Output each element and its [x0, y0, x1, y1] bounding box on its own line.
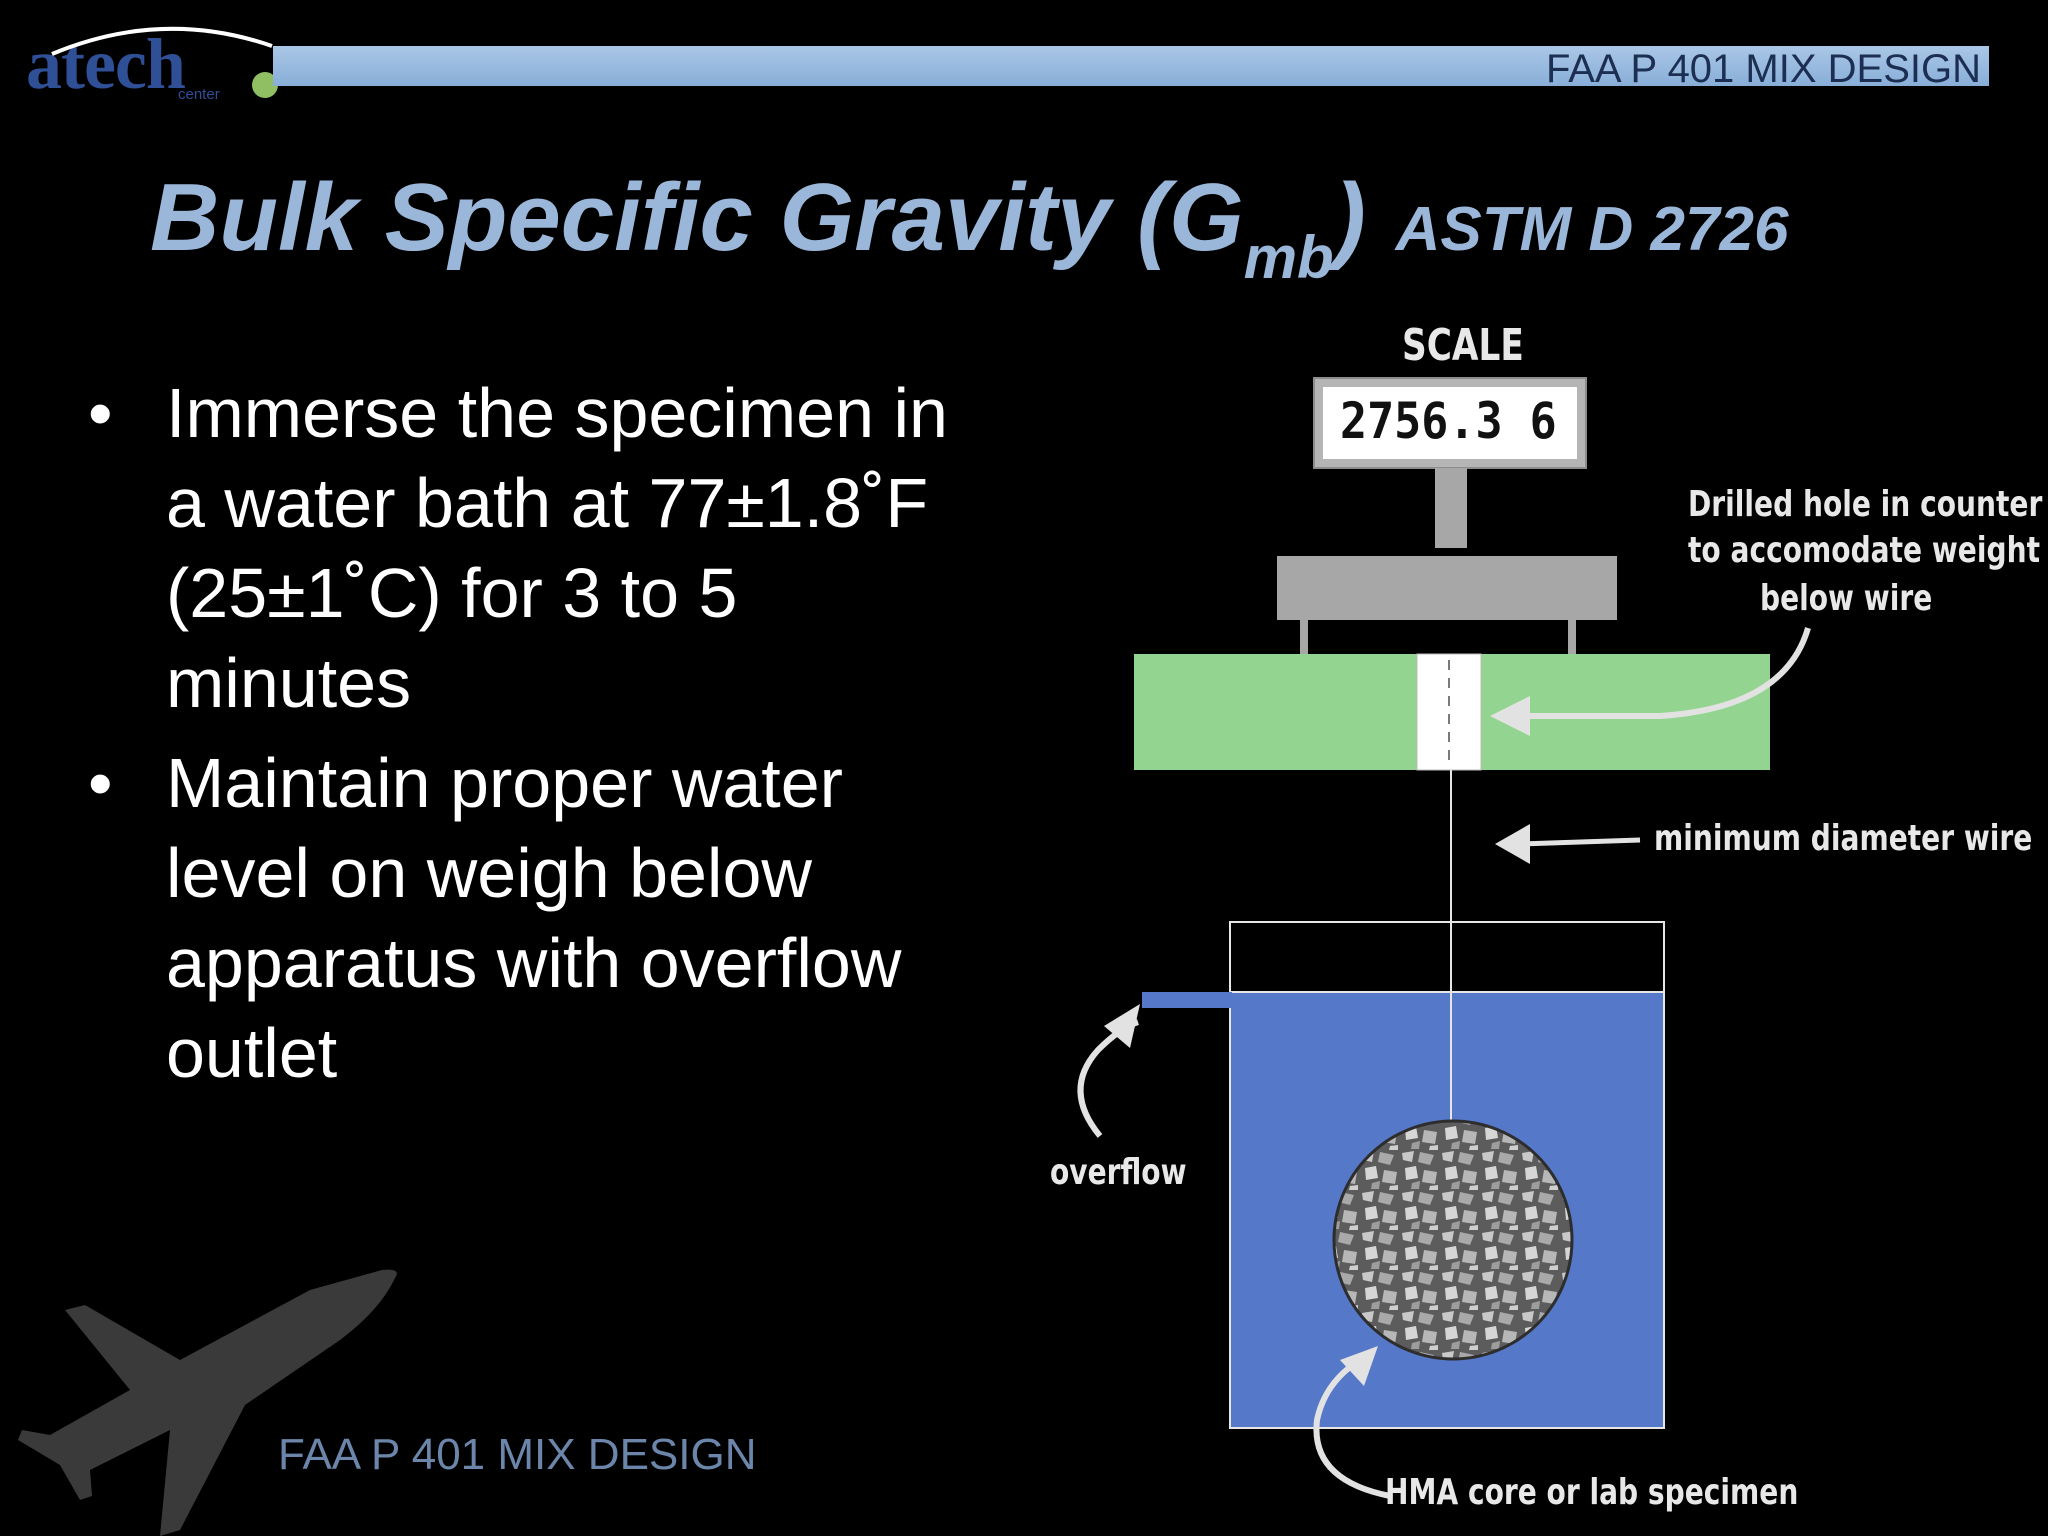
- hole-label-line: to accomodate weight: [1688, 530, 2040, 571]
- scale-display-screen: [1323, 387, 1577, 459]
- title-subscript: mb: [1243, 224, 1334, 291]
- hole-arrow-line: [1518, 627, 1811, 719]
- wire-label: minimum diameter wire: [1654, 818, 2033, 859]
- bullet-text: Immerse the specimen in a water bath at …: [166, 374, 948, 722]
- bullet-glyph: •: [88, 374, 113, 452]
- bullet-item: • Immerse the specimen in a water bath a…: [88, 368, 988, 728]
- title-standard: ASTM D 2726: [1395, 195, 1789, 264]
- scale-foot-right: [1568, 620, 1576, 662]
- scale-foot-left: [1300, 620, 1308, 662]
- logo-swoosh-icon: [51, 26, 273, 56]
- slide-title: Bulk Specific Gravity (Gmb)ASTM D 2726: [150, 170, 1788, 288]
- wire-arrow-line: [1519, 837, 1641, 847]
- overflow-outlet: [1142, 992, 1232, 1008]
- header-title: FAA P 401 MIX DESIGN: [1546, 47, 1981, 91]
- logo-subtext: center: [178, 86, 220, 103]
- container-top: [1229, 921, 1665, 993]
- scale-reading: 2756.3 6: [1340, 392, 1557, 450]
- arrow-icon: [1340, 1346, 1378, 1386]
- diagram: SCALE 2756.3 6 Drilled hole in counter t…: [1040, 310, 2042, 1530]
- footer-title: FAA P 401 MIX DESIGN: [278, 1430, 757, 1479]
- title-main: Bulk Specific Gravity (G: [150, 164, 1244, 271]
- bullet-item: • Maintain proper water level on weigh b…: [88, 738, 988, 1098]
- header-bar: FAA P 401 MIX DESIGN: [273, 46, 1989, 91]
- specimen-arrow-line: [1313, 1357, 1391, 1499]
- hma-specimen: [1332, 1119, 1574, 1361]
- arrow-icon: [1495, 824, 1530, 864]
- bullet-list: • Immerse the specimen in a water bath a…: [88, 368, 988, 1108]
- atech-logo: atech center: [22, 20, 278, 110]
- scale-label: SCALE: [1402, 320, 1524, 371]
- bullet-text: Maintain proper water level on weigh bel…: [166, 744, 902, 1092]
- hole-label-line: Drilled hole in counter: [1688, 484, 2043, 525]
- specimen-label: HMA core or lab specimen: [1385, 1472, 1799, 1513]
- title-close: ): [1333, 164, 1366, 271]
- arrow-icon: [1104, 1004, 1140, 1048]
- scale-stem: [1435, 468, 1467, 548]
- overflow-label: overflow: [1050, 1152, 1187, 1193]
- scale-body: [1277, 556, 1617, 620]
- arrow-icon: [1490, 696, 1530, 736]
- logo-wordmark: atech: [26, 24, 186, 104]
- hole-label-line: below wire: [1760, 578, 1933, 619]
- diagram-graphics: [1077, 377, 1811, 1499]
- airplane-silhouette-icon: [18, 1269, 397, 1536]
- bullet-glyph: •: [88, 744, 113, 822]
